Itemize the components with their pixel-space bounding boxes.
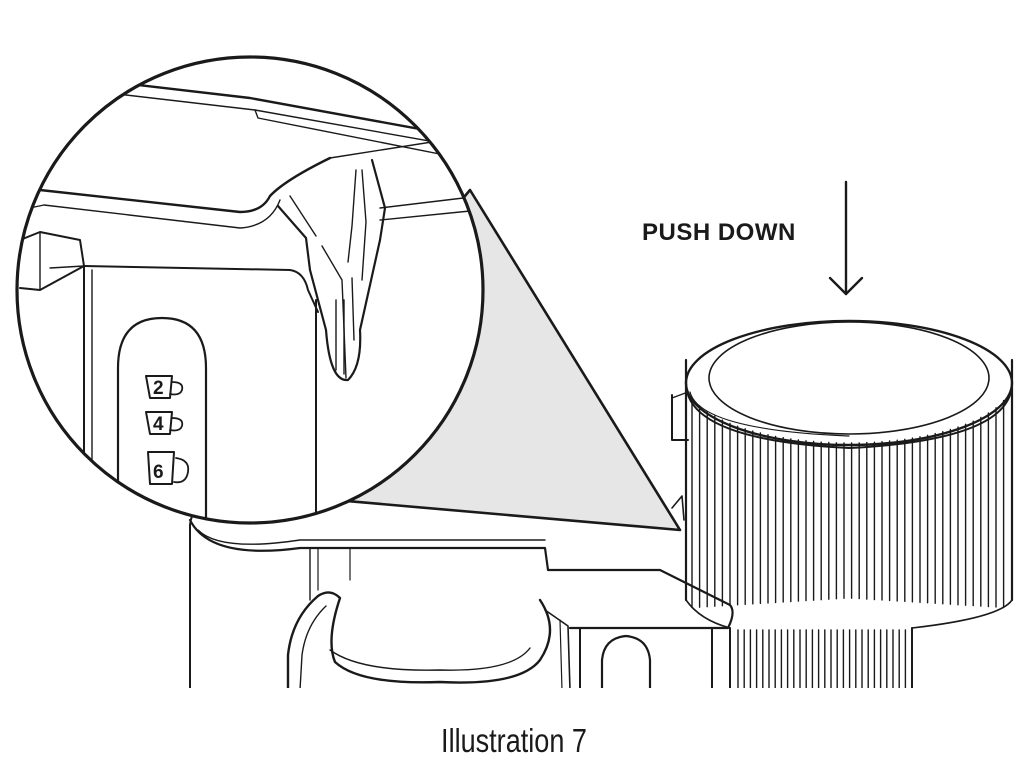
- illustration: PUSH DOWN 2 4 6: [15, 55, 1014, 688]
- illustration-caption: Illustration 7: [441, 722, 587, 759]
- cup-mark-2: 2: [153, 378, 164, 399]
- push-down-label: PUSH DOWN: [642, 219, 796, 246]
- cup-mark-4: 4: [153, 414, 164, 435]
- cup-mark-6: 6: [153, 462, 164, 483]
- cup-icon-2: [145, 375, 184, 399]
- filter-basket-handle: [286, 591, 571, 688]
- push-down-arrow-icon: [828, 180, 864, 296]
- lower-housing: [579, 627, 713, 688]
- zoom-circle-outline: [15, 55, 485, 525]
- cup-icon-6: [147, 451, 190, 485]
- grinder-cylinder: [671, 319, 1014, 688]
- zoom-circle-fill: [17, 57, 483, 523]
- knurled-ridges: [691, 397, 1005, 609]
- cup-icon-4: [145, 411, 184, 435]
- column-ridges: [737, 629, 907, 688]
- cup-marking-window: [116, 316, 208, 522]
